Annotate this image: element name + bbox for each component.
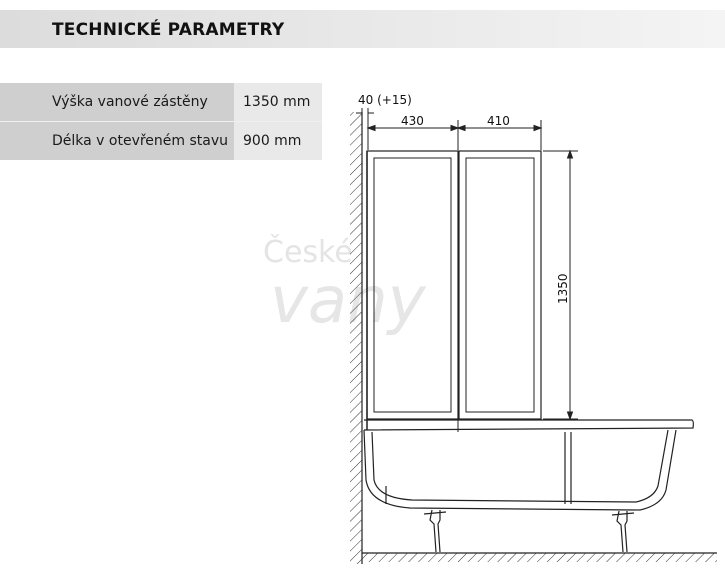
header-band [0, 10, 725, 48]
bathtub [363, 419, 694, 553]
dim-left-panel-label: 430 [401, 114, 424, 128]
watermark-line1: České [263, 233, 353, 270]
dimension-lines [356, 108, 578, 421]
parameters-table: Výška vanové zástěny 1350 mm Délka v ote… [0, 83, 322, 160]
dim-gap-label: 40 (+15) [358, 93, 412, 107]
bath-screen [366, 150, 542, 432]
param-row-height: Výška vanové zástěny 1350 mm [0, 83, 322, 122]
param-value: 900 mm [234, 122, 322, 160]
section-title: TECHNICKÉ PARAMETRY [52, 20, 285, 40]
param-label: Výška vanové zástěny [0, 83, 234, 121]
param-label: Délka v otevřeném stavu [0, 122, 234, 160]
param-row-length: Délka v otevřeném stavu 900 mm [0, 122, 322, 160]
watermark-line2: vany [270, 264, 427, 338]
dim-height-label: 1350 [556, 273, 570, 304]
floor [362, 552, 717, 562]
dim-right-panel-label: 410 [487, 114, 510, 128]
param-value: 1350 mm [234, 83, 322, 121]
wall [350, 112, 363, 564]
